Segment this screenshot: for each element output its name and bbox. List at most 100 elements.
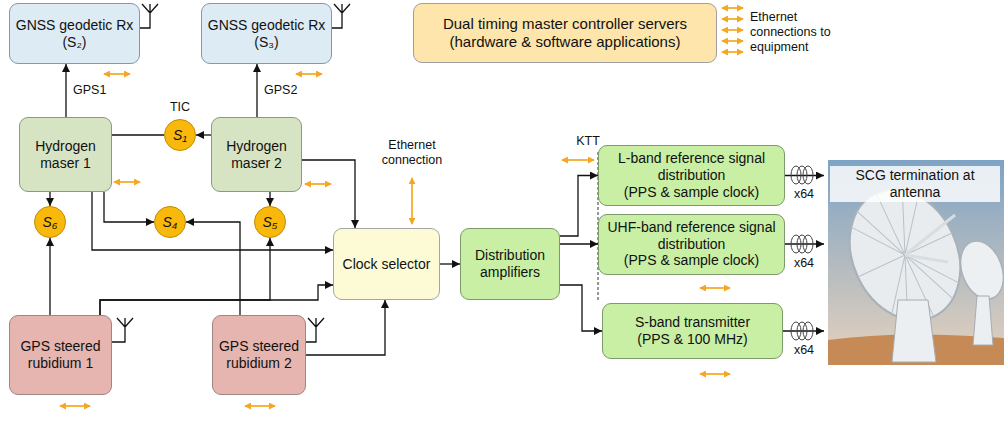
antenna-symbols	[110, 4, 350, 342]
signal-connector	[256, 64, 257, 117]
node-text: S₆	[43, 214, 58, 231]
node-text: S₄	[163, 214, 178, 231]
signal-connector	[65, 64, 66, 117]
node-text: SCG termination at antenna	[830, 166, 1000, 202]
tic-label: TIC	[170, 100, 190, 115]
dish-pedestal	[892, 300, 936, 362]
ethernet-arrow	[722, 40, 743, 42]
node-text: GPS steered rubidium 1	[15, 338, 106, 372]
fibre-coil	[803, 322, 813, 340]
signal-connector	[560, 176, 598, 237]
ethernet-note: Ethernet connection	[372, 138, 452, 168]
fibre-coil	[791, 235, 801, 253]
fibre-coil	[791, 322, 801, 340]
receiver-box: GNSS geodetic Rx (S₃)	[201, 3, 332, 64]
node-text: (hardware & software applications)	[450, 33, 681, 51]
distribution-box: S-band transmitter(PPS & 100 MHz)	[602, 303, 783, 359]
selector-box: Clock selector	[333, 228, 440, 300]
ethernet-arrow	[411, 178, 413, 224]
node-text: Clock selector	[343, 256, 431, 273]
dish-reflector	[953, 235, 1004, 305]
ethernet-arrow	[722, 29, 743, 31]
ethernet-arrow	[722, 7, 743, 9]
node-text: (PPS & 100 MHz)	[637, 331, 747, 348]
node-text: GNSS geodetic Rx (S₂)	[15, 17, 134, 51]
antenna-symbol	[304, 318, 324, 342]
antenna-photo-illustration	[828, 160, 1004, 365]
signal-connector	[302, 160, 355, 228]
signal-connector	[100, 285, 333, 315]
node-text: (PPS & sample clock)	[624, 184, 759, 201]
ethernet-arrow	[700, 287, 730, 289]
signal-connector	[49, 192, 50, 206]
distribution-box: L-band reference signal distribution(PPS…	[598, 145, 785, 206]
signal-connector	[196, 134, 211, 135]
ethernet-arrow	[305, 183, 331, 185]
antenna-symbol	[330, 4, 350, 28]
fibre-coil	[803, 235, 813, 253]
signal-connector	[560, 285, 602, 331]
node-text: (PPS & sample clock)	[624, 252, 759, 269]
node-text: S₅	[263, 214, 278, 231]
dish-pedestal	[973, 296, 993, 345]
tic-circle: S₅	[254, 206, 286, 238]
signal-connector	[269, 192, 270, 206]
node-text: GPS steered rubidium 2	[218, 338, 300, 372]
maser-box: Hydrogen maser 1	[19, 117, 112, 192]
fibre-coil	[797, 322, 807, 340]
feed-arm	[905, 215, 955, 262]
tic-circle: S₆	[34, 206, 66, 238]
node-text: UHF-band reference signal distribution	[604, 219, 779, 253]
ethernet-arrow	[296, 73, 322, 75]
antenna-photo: SCG termination at antenna	[824, 160, 1004, 365]
node-text: Distribution amplifiers	[466, 247, 554, 281]
signal-connector	[560, 243, 598, 244]
ethernet-arrow	[60, 405, 90, 407]
dish-second	[953, 235, 1004, 305]
antenna-symbol	[110, 318, 133, 342]
node-text: Dual timing master controller servers	[443, 15, 687, 33]
server-box: Dual timing master controller servers(ha…	[413, 3, 717, 63]
tic-circle: S₁	[164, 119, 196, 151]
node-text: Hydrogen maser 1	[25, 138, 106, 172]
ethernet-arrow	[114, 181, 140, 183]
node-text: L-band reference signal distribution	[604, 150, 779, 184]
signal-connector	[306, 300, 385, 355]
signal-connector	[92, 192, 333, 250]
ktt-label: KTT	[576, 134, 600, 149]
ethernet-arrow	[722, 18, 743, 20]
tic-circle: S₄	[154, 206, 186, 238]
receiver-box: GNSS geodetic Rx (S₂)	[9, 3, 140, 64]
signal-connector	[104, 192, 154, 222]
ethernet-arrow	[722, 51, 743, 53]
node-text: Hydrogen maser 2	[217, 138, 296, 172]
signal-connector	[186, 222, 240, 315]
signal-name: GPS2	[262, 83, 299, 98]
distribution-box: UHF-band reference signal distribution(P…	[598, 214, 785, 275]
signal-connector	[112, 134, 164, 135]
ethernet-arrow	[104, 73, 130, 75]
fibre-count: x64	[794, 256, 814, 271]
fibre-coil	[803, 166, 813, 184]
ethernet-arrow	[562, 159, 594, 161]
fibre-count: x64	[794, 343, 814, 358]
rubidium-box: GPS steered rubidium 1	[9, 315, 112, 395]
signal-connector	[49, 238, 50, 315]
fibre-count: x64	[794, 187, 814, 202]
node-text: GNSS geodetic Rx (S₃)	[207, 17, 326, 51]
signal-connector	[440, 263, 460, 264]
fibre-coil	[797, 235, 807, 253]
ethernet-arrow	[700, 373, 730, 375]
antenna-symbol	[138, 4, 158, 28]
fibre-coil	[791, 166, 801, 184]
rubidium-box: GPS steered rubidium 2	[212, 315, 306, 395]
node-text: S-band transmitter	[635, 314, 750, 331]
fibre-coil	[797, 166, 807, 184]
signal-name: GPS1	[71, 83, 108, 98]
ethernet-arrow	[245, 405, 275, 407]
